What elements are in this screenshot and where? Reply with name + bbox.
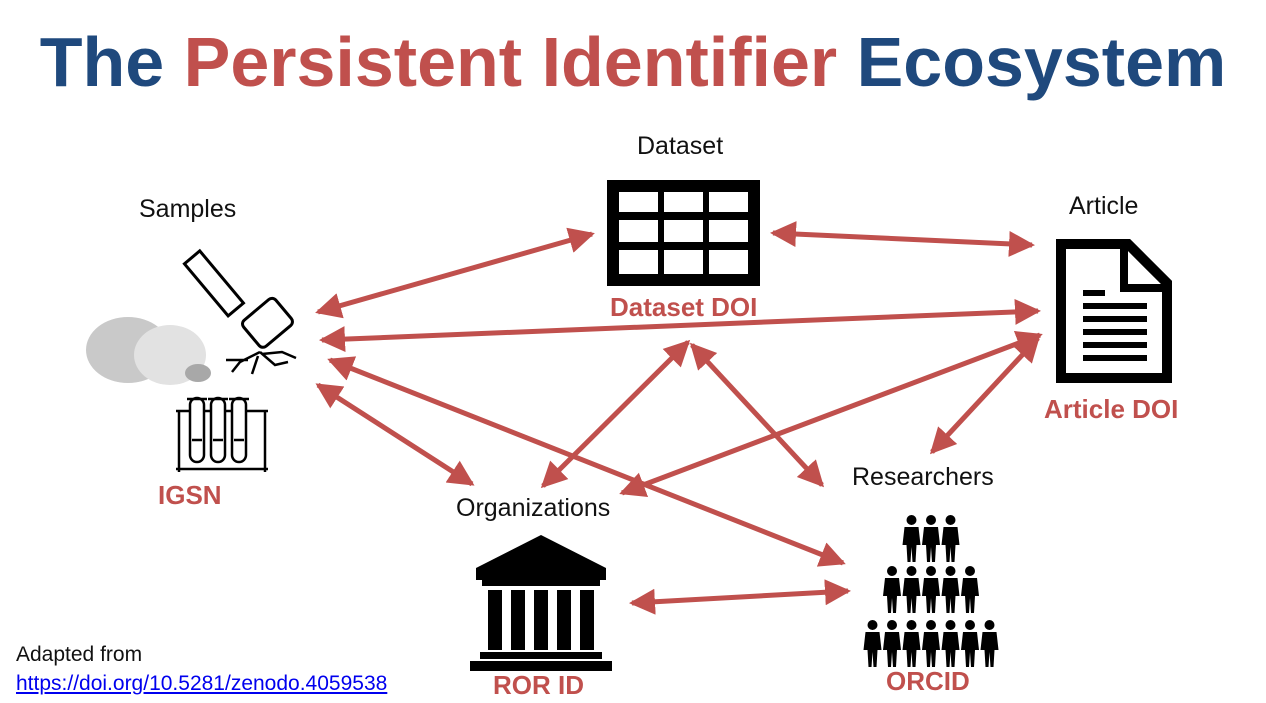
person-figure <box>863 620 882 667</box>
samples-label: Samples <box>139 195 237 223</box>
person-figure <box>941 566 960 613</box>
source-doi-link[interactable]: https://doi.org/10.5281/zenodo.4059538 <box>16 672 388 695</box>
arrow-article-researchers <box>929 335 1041 455</box>
arrow-dataset-organizations <box>540 339 691 489</box>
document-icon <box>1056 239 1172 383</box>
arrow-samples-researchers <box>327 356 846 567</box>
person-figure <box>922 620 940 667</box>
ror-id-identifier: ROR ID <box>493 670 584 700</box>
person-figure <box>883 566 901 613</box>
article-doi-identifier: Article DOI <box>1044 394 1179 424</box>
title-word-the: The <box>39 23 165 101</box>
person-figure <box>902 515 921 562</box>
orcid-identifier: ORCID <box>886 666 970 696</box>
arrow-samples-article <box>319 298 1041 353</box>
person-figure <box>902 620 921 667</box>
connection-arrows <box>315 221 1043 615</box>
article-label: Article <box>1069 192 1139 220</box>
arrow-organizations-researchers <box>629 579 851 615</box>
test-tubes-icon <box>176 396 268 472</box>
dataset-doi-identifier: Dataset DOI <box>610 292 758 322</box>
arrow-samples-organizations <box>315 382 475 487</box>
table-icon <box>607 180 760 286</box>
people-group-icon <box>863 515 999 667</box>
igsn-identifier: IGSN <box>158 480 222 510</box>
person-figure <box>961 566 979 613</box>
institution-building-icon <box>470 535 612 671</box>
person-figure <box>922 566 940 613</box>
source-credit: Adapted from https://doi.org/10.5281/zen… <box>16 640 387 698</box>
arrow-samples-dataset <box>315 227 595 319</box>
researchers-label: Researchers <box>852 463 994 491</box>
person-figure <box>902 566 921 613</box>
dataset-label: Dataset <box>637 132 724 160</box>
title-word-ecosystem: Ecosystem <box>856 23 1227 101</box>
person-figure <box>883 620 901 667</box>
person-figure <box>941 620 960 667</box>
arrow-dataset-article <box>770 221 1035 257</box>
organizations-label: Organizations <box>456 494 611 522</box>
person-figure <box>922 515 940 562</box>
person-figure <box>961 620 979 667</box>
arrow-dataset-researchers <box>689 342 825 488</box>
page-title: The Persistent Identifier Ecosystem <box>0 22 1266 102</box>
credit-prefix: Adapted from <box>16 643 143 666</box>
person-figure <box>980 620 999 667</box>
rock-hammer-icon <box>86 248 297 385</box>
person-figure <box>941 515 960 562</box>
title-words-persistent-identifier: Persistent Identifier <box>183 23 838 101</box>
